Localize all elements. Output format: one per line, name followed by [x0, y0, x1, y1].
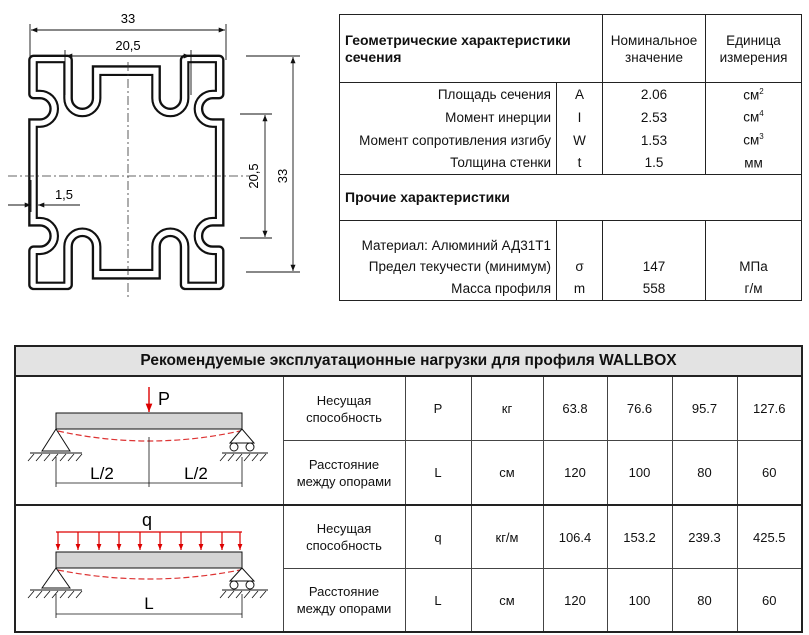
geometry-row-unit: см3	[705, 128, 802, 152]
force-label-q: q	[142, 510, 152, 530]
geometry-row-label: Толщина стенки	[339, 151, 557, 175]
row-value: 120	[542, 568, 608, 633]
other-row-label: Масса профиля	[339, 277, 557, 301]
distributed-load-diagram-cell: q	[14, 504, 284, 633]
other-row-label: Предел текучести (минимум)	[339, 254, 557, 278]
row-symbol: L	[404, 568, 472, 633]
row-value: 100	[606, 568, 673, 633]
force-label-p: P	[158, 389, 170, 409]
row-unit: кг	[470, 375, 544, 441]
geometry-row-value: 1.5	[602, 151, 706, 175]
row-value: 153.2	[606, 504, 673, 569]
other-row-value: 558	[602, 277, 706, 301]
geometry-header-title: Геометрические характеристики сечения	[339, 14, 603, 83]
row-value: 60	[736, 568, 803, 633]
section-properties-table: Геометрические характеристики сечения Но…	[339, 14, 802, 301]
geometry-row-symbol: A	[556, 82, 603, 106]
other-row-value	[602, 220, 706, 255]
profile-section-drawing: 33 20,5 20,5 33 1,5	[8, 11, 300, 300]
other-row-symbol: σ	[556, 254, 603, 278]
point-load-diagram: P	[27, 387, 269, 487]
dim-outer-height: 33	[275, 169, 290, 183]
other-row-unit: МПа	[705, 254, 802, 278]
row-value: 80	[671, 568, 738, 633]
row-value: 106.4	[542, 504, 608, 569]
row-symbol: q	[404, 504, 472, 569]
recommended-loads-table: Рекомендуемые эксплуатационные нагрузки …	[14, 345, 804, 633]
profile-inner-contour	[35, 61, 217, 284]
other-row-unit: г/м	[705, 277, 802, 301]
dim-inner-height: 20,5	[246, 163, 261, 188]
row-value: 239.3	[671, 504, 738, 569]
geometry-row-symbol: W	[556, 128, 603, 152]
geometry-row-symbol: t	[556, 151, 603, 175]
other-row-symbol: m	[556, 277, 603, 301]
geometry-row-value: 1.53	[602, 128, 706, 152]
row-value: 120	[542, 440, 608, 506]
other-row-label: Материал: Алюминий АД31Т1	[339, 220, 557, 255]
other-row-unit	[705, 220, 802, 255]
other-row-value: 147	[602, 254, 706, 278]
row-value: 80	[671, 440, 738, 506]
row-value: 425.5	[736, 504, 803, 569]
point-load-diagram-cell: P	[14, 375, 284, 506]
span-label-right: L/2	[184, 464, 208, 483]
profile-outer-contour	[28, 54, 225, 291]
geometry-row-label: Площадь сечения	[339, 82, 557, 106]
row-value: 76.6	[606, 375, 673, 441]
row-value: 127.6	[736, 375, 803, 441]
distributed-load-diagram: q	[27, 510, 269, 618]
row-unit: см	[470, 440, 544, 506]
other-header-title: Прочие характеристики	[339, 174, 802, 221]
unit-header: Единица измерения	[705, 14, 802, 83]
loads-table-title: Рекомендуемые эксплуатационные нагрузки …	[14, 345, 803, 377]
other-row-symbol	[556, 220, 603, 255]
dim-wall-thickness: 1,5	[55, 187, 73, 202]
dim-outer-width: 33	[121, 11, 135, 26]
dim-inner-width: 20,5	[115, 38, 140, 53]
span-label-left: L/2	[90, 464, 114, 483]
geometry-row-label: Момент сопротивления изгибу	[339, 128, 557, 152]
row-value: 100	[606, 440, 673, 506]
row-value: 60	[736, 440, 803, 506]
geometry-row-value: 2.53	[602, 105, 706, 129]
geometry-row-unit: мм	[705, 151, 802, 175]
geometry-row-value: 2.06	[602, 82, 706, 106]
row-unit: кг/м	[470, 504, 544, 569]
nominal-header: Номинальное значение	[602, 14, 706, 83]
row-symbol: P	[404, 375, 472, 441]
geometry-row-label: Момент инерции	[339, 105, 557, 129]
row-symbol: L	[404, 440, 472, 506]
geometry-row-unit: см2	[705, 82, 802, 106]
geometry-row-unit: см4	[705, 105, 802, 129]
geometry-row-symbol: I	[556, 105, 603, 129]
row-value: 95.7	[671, 375, 738, 441]
row-unit: см	[470, 568, 544, 633]
span-label: L	[145, 594, 154, 613]
row-value: 63.8	[542, 375, 608, 441]
